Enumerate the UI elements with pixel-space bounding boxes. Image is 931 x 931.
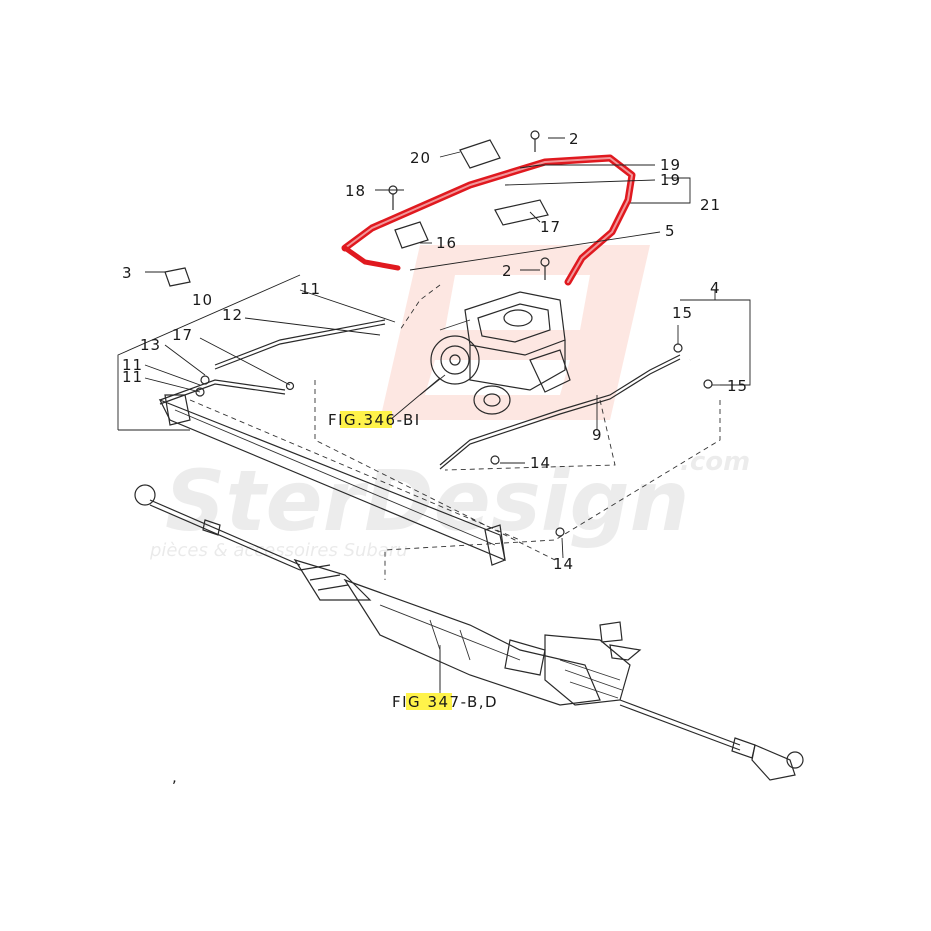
callout-numbers: 2 20 19 19 21 18 17 16 5 2 3 4 10 11 12 … — [122, 130, 748, 573]
watermark-domain: .com — [680, 447, 750, 477]
power-steering-pump — [419, 291, 571, 415]
watermark-brand: SterDesign — [165, 452, 689, 550]
callout-19-upper: 19 — [660, 156, 681, 174]
figure-references: FIG.346-BI FIG 347-B,D — [328, 411, 498, 711]
bracket-lines — [117, 177, 751, 431]
fig347-label: FIG 347-B,D — [392, 693, 498, 711]
leader-lines — [144, 137, 725, 690]
fasteners — [164, 130, 713, 537]
callout-3: 3 — [122, 264, 133, 282]
callout-9: 9 — [592, 426, 603, 444]
callout-21: 21 — [700, 196, 721, 214]
dashed-reference-lines — [189, 284, 721, 580]
watermark: SterDesign .com pièces & accessoires Sub… — [149, 245, 750, 561]
callout-11-low: 11 — [122, 368, 143, 386]
pressure-hose-highlighted — [341, 154, 636, 286]
stray-mark: , — [172, 768, 178, 786]
cooler-bar — [158, 394, 506, 566]
callout-15-right: 15 — [727, 377, 748, 395]
callout-2-top: 2 — [569, 130, 580, 148]
callout-11-mid: 11 — [122, 356, 143, 374]
fig346-highlight — [340, 411, 392, 428]
callout-13: 13 — [140, 336, 161, 354]
steering-rack — [134, 484, 804, 781]
callout-11-top: 11 — [300, 280, 321, 298]
callout-16: 16 — [436, 234, 457, 252]
watermark-tagline: pièces & accessoires Subaru — [149, 540, 408, 561]
fig347-highlight — [406, 693, 452, 710]
callout-4: 4 — [710, 279, 721, 297]
callout-2-mid: 2 — [502, 262, 513, 280]
callout-20: 20 — [410, 149, 431, 167]
callout-18: 18 — [345, 182, 366, 200]
callout-17-top: 17 — [540, 218, 561, 236]
callout-12: 12 — [222, 306, 243, 324]
watermark-logo-mark — [380, 245, 650, 420]
callout-5: 5 — [665, 222, 676, 240]
return-lines — [159, 319, 724, 470]
callout-10: 10 — [192, 291, 213, 309]
callout-15-top: 15 — [672, 304, 693, 322]
callout-17-left: 17 — [172, 326, 193, 344]
callout-14-mid: 14 — [530, 454, 551, 472]
callout-14-low: 14 — [553, 555, 574, 573]
fig346-label: FIG.346-BI — [328, 411, 421, 429]
callout-19-lower: 19 — [660, 171, 681, 189]
